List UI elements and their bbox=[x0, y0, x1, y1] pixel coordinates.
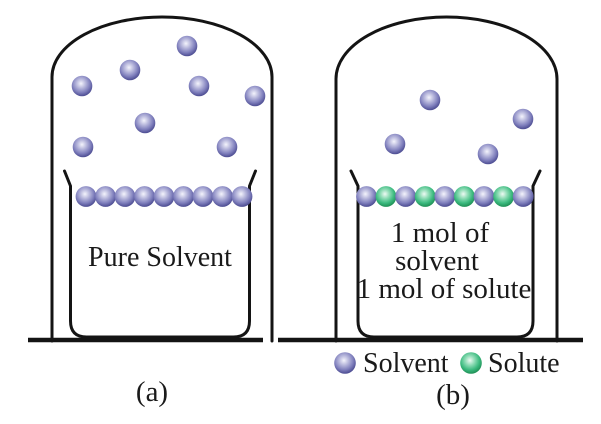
solvent-molecule bbox=[95, 186, 116, 207]
solvent-molecule bbox=[134, 186, 155, 207]
legend-solute-label: Solute bbox=[488, 348, 560, 379]
solute-molecule bbox=[375, 186, 397, 207]
panel-a: Pure Solvent (a) bbox=[28, 15, 274, 408]
solute-molecule bbox=[493, 186, 514, 207]
panel-a-vapor-molecules bbox=[71, 35, 266, 158]
panel-b-bell-jar bbox=[334, 15, 559, 343]
panel-b: 1 mol of solvent 1 mol of solute (b) bbox=[278, 15, 583, 411]
panel-b-vapor-molecules bbox=[384, 89, 534, 165]
solvent-molecule bbox=[477, 143, 499, 165]
solvent-molecule bbox=[384, 133, 406, 155]
solute-molecule bbox=[414, 186, 436, 207]
legend-solute-sphere-icon bbox=[460, 352, 482, 374]
legend-solvent-sphere-icon bbox=[334, 352, 356, 374]
solvent-molecule bbox=[188, 75, 210, 97]
solvent-molecule bbox=[72, 136, 94, 158]
solvent-molecule bbox=[153, 186, 175, 207]
solvent-molecule bbox=[356, 186, 377, 207]
solvent-molecule bbox=[176, 35, 198, 57]
panel-b-beaker bbox=[349, 169, 542, 339]
solvent-molecule bbox=[71, 75, 93, 97]
panel-a-beaker bbox=[63, 169, 257, 339]
panel-a-bell-jar bbox=[50, 15, 274, 343]
solvent-molecule bbox=[512, 186, 534, 207]
solvent-molecule bbox=[119, 59, 141, 81]
panel-b-caption: (b) bbox=[436, 379, 470, 411]
panel-b-liquid-label-line1: 1 mol of bbox=[391, 217, 490, 249]
panel-a-surface-molecules bbox=[75, 186, 253, 207]
solvent-molecule bbox=[244, 85, 266, 107]
solvent-molecule bbox=[419, 89, 441, 111]
solvent-molecule bbox=[212, 186, 233, 207]
panel-b-liquid-label-line3: 1 mol of solute bbox=[357, 273, 532, 305]
legend: Solvent Solute bbox=[334, 348, 560, 379]
solvent-molecule bbox=[216, 136, 238, 158]
panel-b-surface-molecules bbox=[356, 186, 534, 207]
legend-solvent-label: Solvent bbox=[363, 348, 449, 379]
solvent-molecule bbox=[434, 186, 456, 207]
solvent-molecule bbox=[75, 186, 97, 207]
solute-molecule bbox=[454, 186, 475, 207]
solvent-molecule bbox=[134, 112, 156, 134]
panel-b-liquid-label-line2: solvent bbox=[395, 245, 479, 277]
solvent-molecule bbox=[192, 186, 214, 207]
solvent-molecule bbox=[173, 186, 194, 207]
solvent-molecule bbox=[114, 186, 136, 207]
solvent-molecule bbox=[512, 108, 534, 130]
panel-a-caption: (a) bbox=[136, 376, 168, 408]
solvent-molecule bbox=[473, 186, 495, 207]
solvent-molecule bbox=[395, 186, 416, 207]
panel-a-liquid-label: Pure Solvent bbox=[88, 242, 232, 273]
solvent-molecule bbox=[231, 186, 253, 207]
